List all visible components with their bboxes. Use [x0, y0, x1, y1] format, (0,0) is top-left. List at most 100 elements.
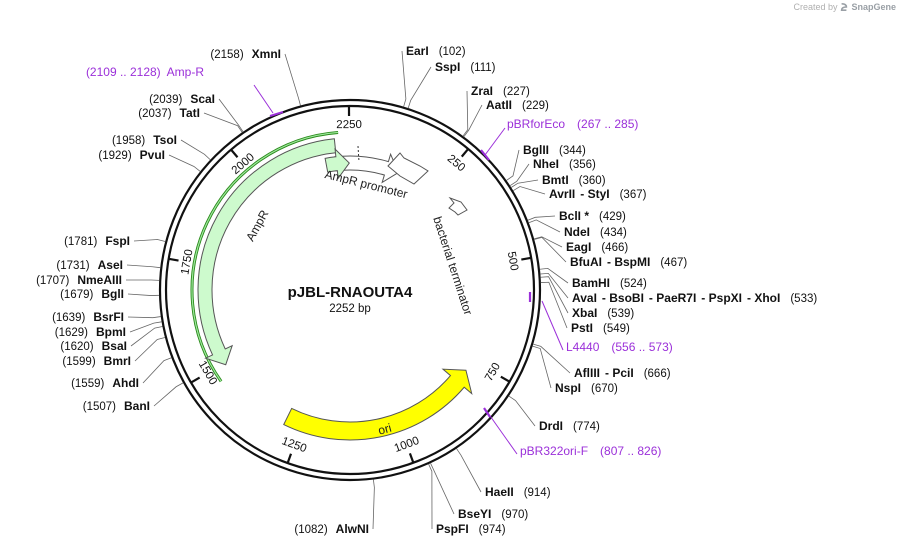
ampr-promoter-arrow-head	[387, 152, 429, 185]
tick-label: 750	[483, 361, 503, 384]
site-nhei-leader	[509, 163, 530, 187]
site-psti-name: PstI	[571, 321, 593, 335]
site-separator: -	[649, 291, 656, 305]
site-alwni-name: AlwNI	[336, 522, 369, 536]
tick-mark	[500, 375, 511, 383]
site-pspfi-name: PspFI	[436, 522, 469, 536]
site-bmri-position: (1599)	[62, 356, 95, 368]
tick-mark	[286, 453, 293, 464]
site-drdi-position: (774)	[573, 421, 600, 433]
site-bmti-position: (360)	[579, 175, 606, 187]
primer-amp-r-mark	[269, 110, 284, 118]
site-separator: -	[607, 255, 614, 269]
primer-pbrforeco-leader	[484, 127, 506, 156]
site-tsoi-leader	[180, 139, 211, 161]
ampr-strand-highlight	[191, 131, 339, 382]
site-alwni-leader	[372, 479, 375, 530]
site-asei-leader	[126, 264, 161, 269]
site-bamhi-position: (524)	[620, 278, 647, 290]
site-bpmi-label: (1629)BpmI	[55, 325, 126, 339]
primer-amp-r-name: Amp-R	[167, 65, 205, 79]
site-ahdi-label: (1559) AhdI	[71, 376, 139, 390]
primer-pbrforeco-range: (267 .. 285)	[577, 117, 638, 131]
site-eari-position: (102)	[439, 46, 466, 58]
site-zrai-position: (227)	[503, 86, 530, 98]
site-afliii-name: AflIII	[574, 366, 600, 380]
primer-pbr322ori-f-label: pBR322ori-F (807 .. 826)	[520, 444, 661, 458]
site-bmti-leader	[510, 179, 539, 188]
site-bgli-leader	[127, 293, 160, 296]
plasmid-length: 2252 bp	[329, 303, 371, 315]
site-bcli-name: BclI *	[559, 209, 589, 223]
site-xmni-label: (2158)XmnI	[210, 47, 281, 61]
site-fspi-leader	[133, 239, 166, 242]
site-zrai-name: ZraI	[471, 84, 493, 98]
site-xmni-leader	[284, 53, 301, 106]
site-xbai-name: XbaI	[572, 306, 597, 320]
site-bcli-leader	[527, 215, 556, 221]
site-bgli-position: (1679)	[60, 289, 93, 301]
site-pvui-name: PvuI	[140, 148, 165, 162]
primer-pbr322ori-f-leader	[487, 412, 518, 455]
site-nhei-name: NheI	[533, 157, 559, 171]
ampr-feature-arrow	[197, 138, 337, 366]
site-pvui-leader	[168, 154, 201, 172]
site-bseyi-label: BseYI(970)	[458, 507, 528, 521]
site-pspfi-leader	[428, 463, 433, 530]
site-pspxi-name: PspXI	[709, 291, 742, 305]
site-bmti-name: BmtI	[542, 173, 569, 187]
site-bmri-leader	[134, 337, 166, 362]
site-separator: -	[747, 291, 754, 305]
site-nhei-position: (356)	[569, 159, 596, 171]
site-scai-name: ScaI	[190, 92, 215, 106]
site-bglii-label: BglII(344)	[523, 143, 586, 157]
site-separator: -	[580, 187, 587, 201]
site-bpmi-position: (1629)	[55, 327, 88, 339]
primer-pbr322ori-f-range: (807 .. 826)	[600, 444, 661, 458]
site-bfuai-leader	[534, 236, 567, 263]
site-drdi-leader	[508, 395, 536, 427]
site-xmni-name: XmnI	[252, 47, 281, 61]
tick-mark	[230, 148, 239, 158]
site-afliii-label: AflIII- PciI(666)	[574, 366, 671, 380]
tick-mark	[408, 452, 415, 464]
site-fspi-position: (1781)	[64, 236, 97, 248]
site-psti-leader	[540, 281, 568, 329]
site-avai-leader	[540, 272, 569, 299]
site-pspfi-position: (974)	[479, 524, 506, 536]
site-ahdi-position: (1559)	[71, 378, 104, 390]
site-bpmi-leader	[129, 321, 162, 333]
primer-pbr322ori-f-mark	[483, 407, 491, 418]
site-xbai-label: XbaI(539)	[572, 306, 634, 320]
site-ahdi-name: AhdI	[112, 376, 139, 390]
site-drdi-label: DrdI(774)	[539, 419, 600, 433]
site-sspi-label: SspI(111)	[435, 60, 496, 74]
site-nmeaiii-label: (1707)NmeAIII	[36, 273, 122, 287]
site-avai-label: AvaI- BsoBI- PaeR7I- PspXI- XhoI(533)	[572, 291, 817, 305]
tick-mark	[521, 256, 532, 261]
site-xbai-leader	[540, 276, 569, 314]
primer-l4440-range: (556 .. 573)	[611, 340, 672, 354]
ori-label: ori	[377, 421, 394, 438]
site-aatii-position: (229)	[522, 100, 549, 112]
ampr-promoter-segment-a	[333, 152, 399, 184]
site-nhei-label: NheI (356)	[533, 157, 596, 171]
site-tati-name: TatI	[180, 106, 200, 120]
site-bmri-label: (1599)BmrI	[62, 354, 131, 368]
site-bglii-position: (344)	[559, 145, 586, 157]
site-aatii-label: AatII(229)	[486, 98, 549, 112]
site-haeii-label: HaeII(914)	[485, 485, 551, 499]
site-sspi-name: SspI	[435, 60, 460, 74]
primer-pbr322ori-f-name: pBR322ori-F	[520, 444, 588, 458]
site-bcli-label: BclI *(429)	[559, 209, 626, 223]
tick-mark	[168, 257, 179, 262]
site-separator: -	[602, 291, 609, 305]
site-avrii-leader	[512, 186, 546, 195]
site-afliii-leader	[533, 343, 571, 374]
site-separator: -	[701, 291, 708, 305]
site-bamhi-label: BamHI(524)	[572, 276, 647, 290]
tick-label: 1250	[280, 435, 308, 455]
site-ahdi-leader	[142, 357, 172, 384]
site-haeii-leader	[456, 448, 482, 493]
